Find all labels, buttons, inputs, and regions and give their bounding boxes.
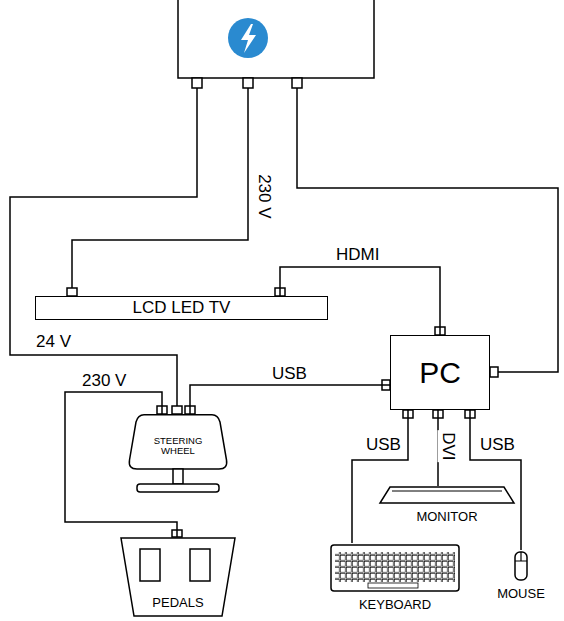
voltage-label: 24 V bbox=[36, 333, 71, 352]
node-label: MONITOR bbox=[416, 510, 477, 524]
lightning-bolt bbox=[241, 24, 256, 53]
power-wire bbox=[10, 88, 197, 406]
node-label: KEYBOARD bbox=[359, 598, 431, 612]
node-label: PEDALS bbox=[152, 596, 203, 610]
steering-wheel: STEERING WHEEL bbox=[128, 414, 228, 494]
voltage-label: 230 V bbox=[254, 174, 273, 218]
mouse: MOUSE bbox=[494, 550, 548, 605]
power-wire bbox=[297, 88, 558, 372]
node-label: PC bbox=[419, 356, 461, 389]
cable-label: USB bbox=[366, 436, 401, 455]
pc-box: PC bbox=[390, 335, 490, 410]
node-label: LCD LED TV bbox=[133, 299, 231, 318]
tv-box: LCD LED TV bbox=[35, 296, 328, 320]
pedals: PEDALS bbox=[120, 537, 236, 617]
cable-label: DVI bbox=[438, 430, 457, 462]
cable-label: USB bbox=[272, 365, 307, 384]
cable bbox=[352, 410, 408, 543]
cable bbox=[470, 410, 521, 550]
monitor: MONITOR bbox=[378, 486, 516, 526]
node-label: MOUSE bbox=[497, 587, 545, 601]
power-icon bbox=[228, 18, 268, 58]
cable-label: HDMI bbox=[336, 246, 379, 265]
power-wire bbox=[72, 88, 248, 288]
cable-label: USB bbox=[480, 436, 515, 455]
cable bbox=[190, 385, 390, 414]
keyboard: KEYBOARD bbox=[328, 543, 462, 615]
node-label: STEERING WHEEL bbox=[145, 436, 211, 457]
cable-label: 230 V bbox=[82, 372, 126, 391]
power-strip bbox=[178, 0, 374, 78]
